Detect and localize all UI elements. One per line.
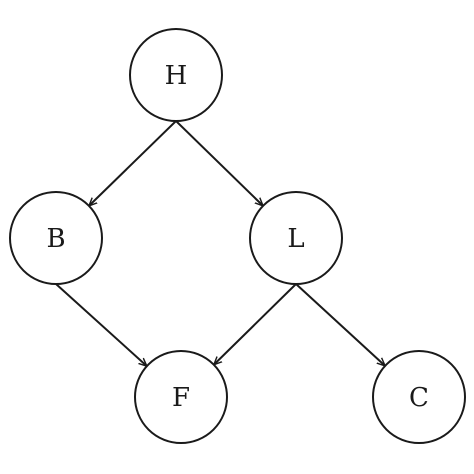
node-b-circle <box>9 191 103 285</box>
node-l-circle <box>249 191 343 285</box>
edge-h-to-l <box>175 120 263 206</box>
node-f: F <box>134 350 228 444</box>
edges-layer <box>55 120 385 366</box>
node-f-circle <box>134 350 228 444</box>
node-c-circle <box>372 350 466 444</box>
node-l: L <box>249 191 343 285</box>
node-h: H <box>129 28 223 122</box>
node-h-label: H <box>165 61 188 91</box>
edge-h-to-b <box>89 120 177 206</box>
edge-l-to-f <box>214 283 297 365</box>
node-l-label: L <box>287 224 304 254</box>
node-b-label: B <box>46 224 65 254</box>
nodes-layer: H B L F C <box>9 28 466 444</box>
node-c-label: C <box>409 383 429 413</box>
node-c: C <box>372 350 466 444</box>
edge-l-to-c <box>295 283 385 366</box>
node-h-circle <box>129 28 223 122</box>
edge-b-to-f <box>55 283 147 366</box>
node-f-label: F <box>172 383 190 413</box>
node-b: B <box>9 191 103 285</box>
